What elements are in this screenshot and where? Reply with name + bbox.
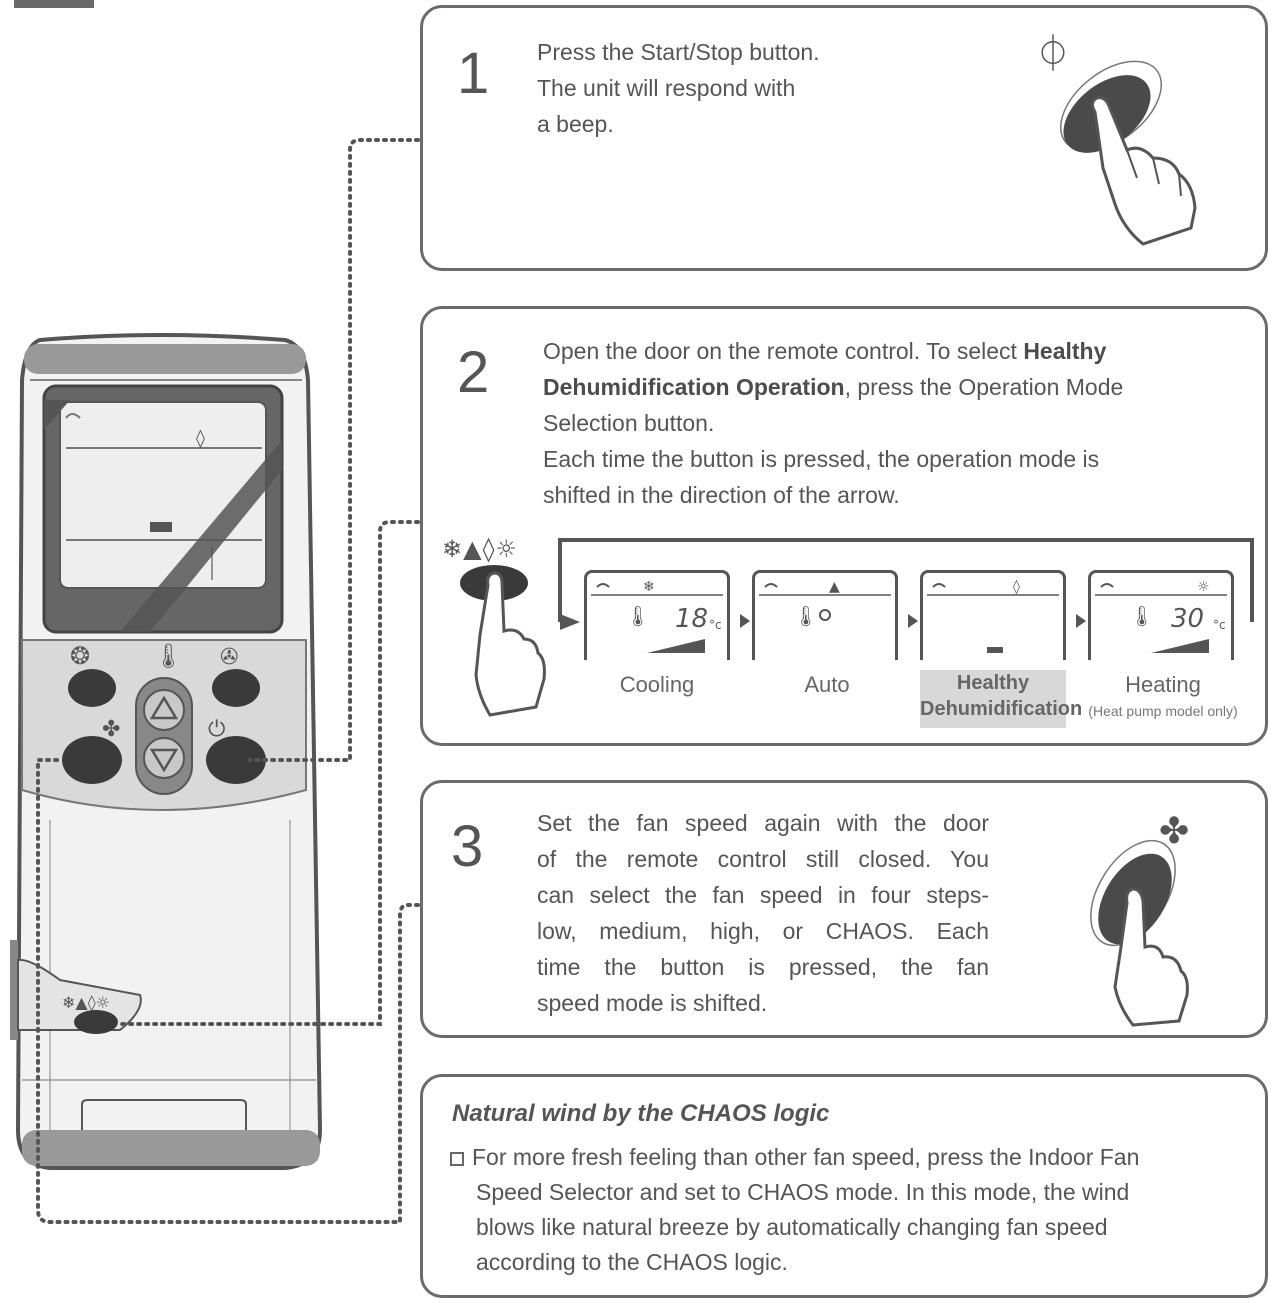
step-2-line: Each time the button is pressed, the ope… bbox=[543, 446, 1100, 472]
mode-label-cooling: Cooling bbox=[619, 672, 695, 697]
svg-text:✤: ✤ bbox=[102, 717, 120, 742]
step-1-line: The unit will respond with bbox=[537, 75, 796, 101]
step-1-text: Press the Start/Stop button. The unit wi… bbox=[537, 34, 820, 142]
svg-text:⏻: ⏻ bbox=[208, 717, 225, 742]
step-3-line: time the button is pressed, the fan bbox=[537, 954, 989, 980]
step-1-line: Press the Start/Stop button. bbox=[537, 39, 820, 65]
step-3-box: 3 Set the fan speed again with the door … bbox=[420, 780, 1268, 1038]
step-2-text-part: , press the Operation Mode bbox=[844, 374, 1124, 400]
temperature-unit: °c bbox=[709, 618, 722, 632]
remote-mode-symbols: ❄▲◊☼ bbox=[62, 993, 110, 1012]
mode-symbols-label: ❄▲◊☼ bbox=[442, 535, 518, 563]
mode-symbol: ▲ bbox=[829, 579, 840, 595]
fan-icon: ✤ bbox=[1159, 811, 1189, 852]
svg-text:❂: ❂ bbox=[70, 642, 90, 670]
mode-display-cooling: ❄ 🌡 18 °c bbox=[584, 570, 730, 660]
mode-cycle-arrow bbox=[558, 538, 1254, 630]
step-3-line: low, medium, high, or CHAOS. Each bbox=[537, 918, 989, 944]
mode-display-healthy-dehumidification: ◊ bbox=[920, 570, 1066, 660]
chaos-note-box bbox=[420, 1074, 1268, 1298]
checkbox-bullet-icon bbox=[450, 1152, 464, 1166]
thermometer-icon: 🌡 bbox=[625, 604, 650, 628]
mode-display-heating: ☼ 🌡 30 °c bbox=[1088, 570, 1234, 660]
mode-label-line: Healthy bbox=[956, 672, 1030, 694]
step-2-number: 2 bbox=[457, 340, 490, 405]
chaos-line: blows like natural breeze by automatical… bbox=[476, 1214, 1108, 1240]
fan-button-press-illustration: ✤ bbox=[1090, 811, 1189, 1027]
chaos-line: For more fresh feeling than other fan sp… bbox=[472, 1144, 1140, 1170]
mode-arrow-icon bbox=[1076, 614, 1086, 628]
step-3-line: speed mode is shifted. bbox=[537, 990, 768, 1016]
droplet-icon: ◊ bbox=[1013, 579, 1020, 595]
svg-text:🌡: 🌡 bbox=[153, 642, 183, 670]
hand-pressing-icon bbox=[460, 565, 546, 717]
mode-label-heating: Heating (Heat pump model only) bbox=[1078, 672, 1248, 724]
mode-temperature: 30 bbox=[1171, 604, 1204, 634]
step-2-bold-text: Dehumidification Operation bbox=[543, 374, 845, 400]
mode-display-auto: ▲ 🌡 bbox=[752, 570, 898, 660]
chaos-title: Natural wind by the CHAOS logic bbox=[452, 1100, 830, 1127]
svg-text:◊: ◊ bbox=[196, 428, 205, 449]
temperature-unit: °c bbox=[1213, 618, 1226, 632]
chaos-line: Speed Selector and set to CHAOS mode. In… bbox=[476, 1179, 1130, 1205]
step-2-text: Open the door on the remote control. To … bbox=[543, 333, 1243, 513]
step-2-text-part: Open the door on the remote control. To … bbox=[543, 338, 1024, 364]
step-3-line: Set the fan speed again with the door bbox=[537, 810, 989, 836]
mode-symbol: ❄ bbox=[643, 579, 655, 595]
step-2-bold-text: Healthy bbox=[1023, 338, 1107, 364]
mode-arrow-icon bbox=[908, 614, 918, 628]
mode-label-auto: Auto bbox=[804, 672, 850, 697]
step-3-number: 3 bbox=[451, 814, 484, 879]
chaos-text: For more fresh feeling than other fan sp… bbox=[450, 1140, 1238, 1280]
thermometer-icon: 🌡 bbox=[793, 604, 818, 628]
step-1-box: 1 Press the Start/Stop button. The unit … bbox=[420, 5, 1268, 271]
page-tab-marker bbox=[14, 0, 94, 8]
svg-text:✇: ✇ bbox=[220, 645, 238, 670]
step-1-number: 1 bbox=[457, 41, 490, 106]
mode-label-line: Dehumidification bbox=[920, 698, 1083, 720]
mode-selection-button-illustration: ❄▲◊☼ bbox=[440, 535, 560, 725]
remote-control-drawing: ◊ ❂ 🌡 ✇ ✤ ⏻ ❄▲◊☼ bbox=[10, 138, 420, 1224]
step-2-box: 2 Open the door on the remote control. T… bbox=[420, 306, 1268, 746]
step-3-text: Set the fan speed again with the door of… bbox=[537, 805, 989, 1021]
step-2-line: Selection button. bbox=[543, 410, 715, 436]
step-1-line: a beep. bbox=[537, 111, 614, 137]
mode-label-line: Heating bbox=[1125, 672, 1201, 697]
mode-temperature: 18 bbox=[675, 604, 708, 634]
step-3-line: of the remote control still closed. You bbox=[537, 846, 989, 872]
mode-arrow-icon bbox=[740, 614, 750, 628]
step-3-line: can select the fan speed in four steps- bbox=[537, 882, 989, 908]
step-2-line: shifted in the direction of the arrow. bbox=[543, 482, 900, 508]
chaos-line: according to the CHAOS logic. bbox=[476, 1249, 788, 1275]
thermometer-icon: 🌡 bbox=[1129, 604, 1154, 628]
mode-label-healthy-dehumidification: Healthy Dehumidification bbox=[920, 670, 1083, 728]
mode-symbol: ☼ bbox=[1197, 579, 1210, 595]
mode-label-note: (Heat pump model only) bbox=[1088, 703, 1238, 719]
power-icon: ⏀ bbox=[1035, 33, 1071, 75]
remote-control-illustration: ◊ ❂ 🌡 ✇ ✤ ⏻ ❄▲◊☼ bbox=[0, 0, 420, 1304]
power-button-press-illustration: ⏀ bbox=[1035, 33, 1197, 246]
